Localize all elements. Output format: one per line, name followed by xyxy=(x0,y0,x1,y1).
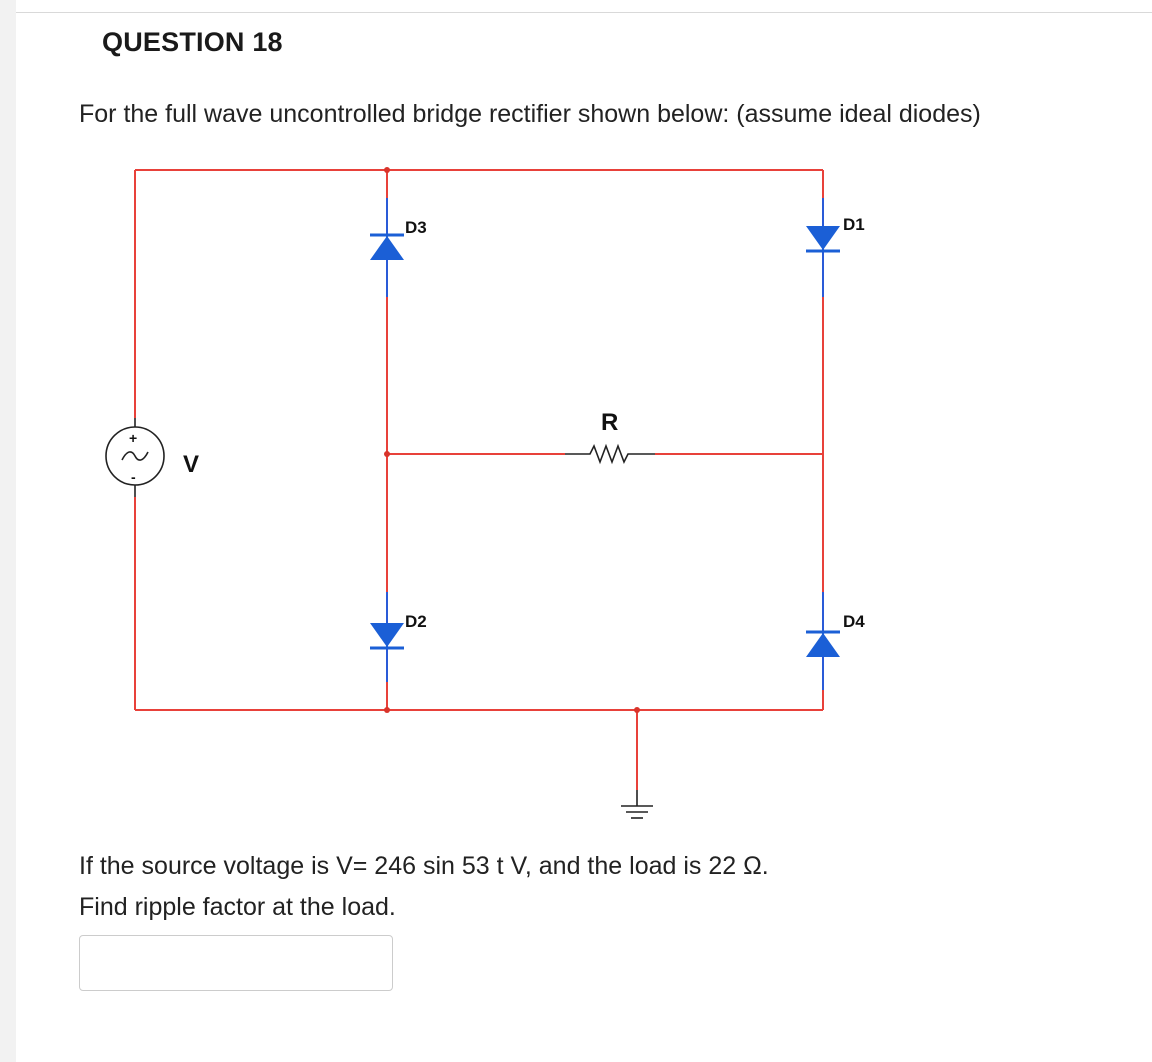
question-condition: If the source voltage is V= 246 sin 53 t… xyxy=(79,852,769,880)
v-label: V xyxy=(183,451,199,478)
question-prompt: For the full wave uncontrolled bridge re… xyxy=(79,100,981,128)
diode-d1: D1 xyxy=(806,198,865,297)
r-label: R xyxy=(601,409,618,436)
question-title: QUESTION 18 xyxy=(102,27,283,57)
junction-dots xyxy=(384,167,640,713)
resistor-r: R xyxy=(565,409,655,465)
circuit-wires xyxy=(134,169,824,790)
d1-label: D1 xyxy=(843,215,865,234)
left-page-strip xyxy=(0,0,16,1062)
ac-source: + - V xyxy=(105,418,199,497)
d3-label: D3 xyxy=(405,218,427,237)
bridge-rectifier-diagram: D3 D1 D2 D4 R + - V xyxy=(105,167,865,819)
ground-symbol xyxy=(621,790,653,819)
diode-d4: D4 xyxy=(806,592,865,690)
source-minus-sign: - xyxy=(131,469,136,485)
diode-d3: D3 xyxy=(370,198,427,297)
source-plus-sign: + xyxy=(129,430,137,446)
top-divider xyxy=(16,12,1152,13)
d2-label: D2 xyxy=(405,612,427,631)
diode-d2: D2 xyxy=(370,592,427,682)
d4-label: D4 xyxy=(843,612,865,631)
question-ask: Find ripple factor at the load. xyxy=(79,893,396,921)
answer-input[interactable] xyxy=(79,935,393,991)
